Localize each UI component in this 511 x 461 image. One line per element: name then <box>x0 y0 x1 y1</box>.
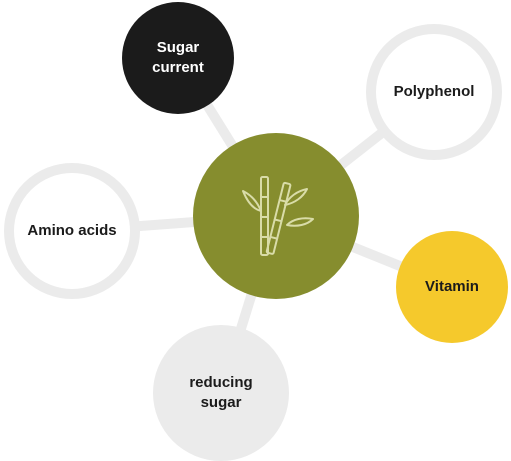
node-amino-acids: Amino acids <box>4 163 140 299</box>
node-vitamin: Vitamin <box>396 231 508 343</box>
node-reducing-sugar: reducing sugar <box>153 325 289 461</box>
node-label-sugar-current: Sugar current <box>146 38 210 78</box>
node-label-vitamin: Vitamin <box>419 277 485 297</box>
center-node <box>193 133 359 299</box>
node-label-amino-acids: Amino acids <box>21 221 122 241</box>
node-label-reducing-sugar: reducing sugar <box>183 373 258 413</box>
node-polyphenol: Polyphenol <box>366 24 502 160</box>
node-sugar-current: Sugar current <box>122 2 234 114</box>
bamboo-icon <box>231 171 321 261</box>
node-label-polyphenol: Polyphenol <box>388 82 481 102</box>
